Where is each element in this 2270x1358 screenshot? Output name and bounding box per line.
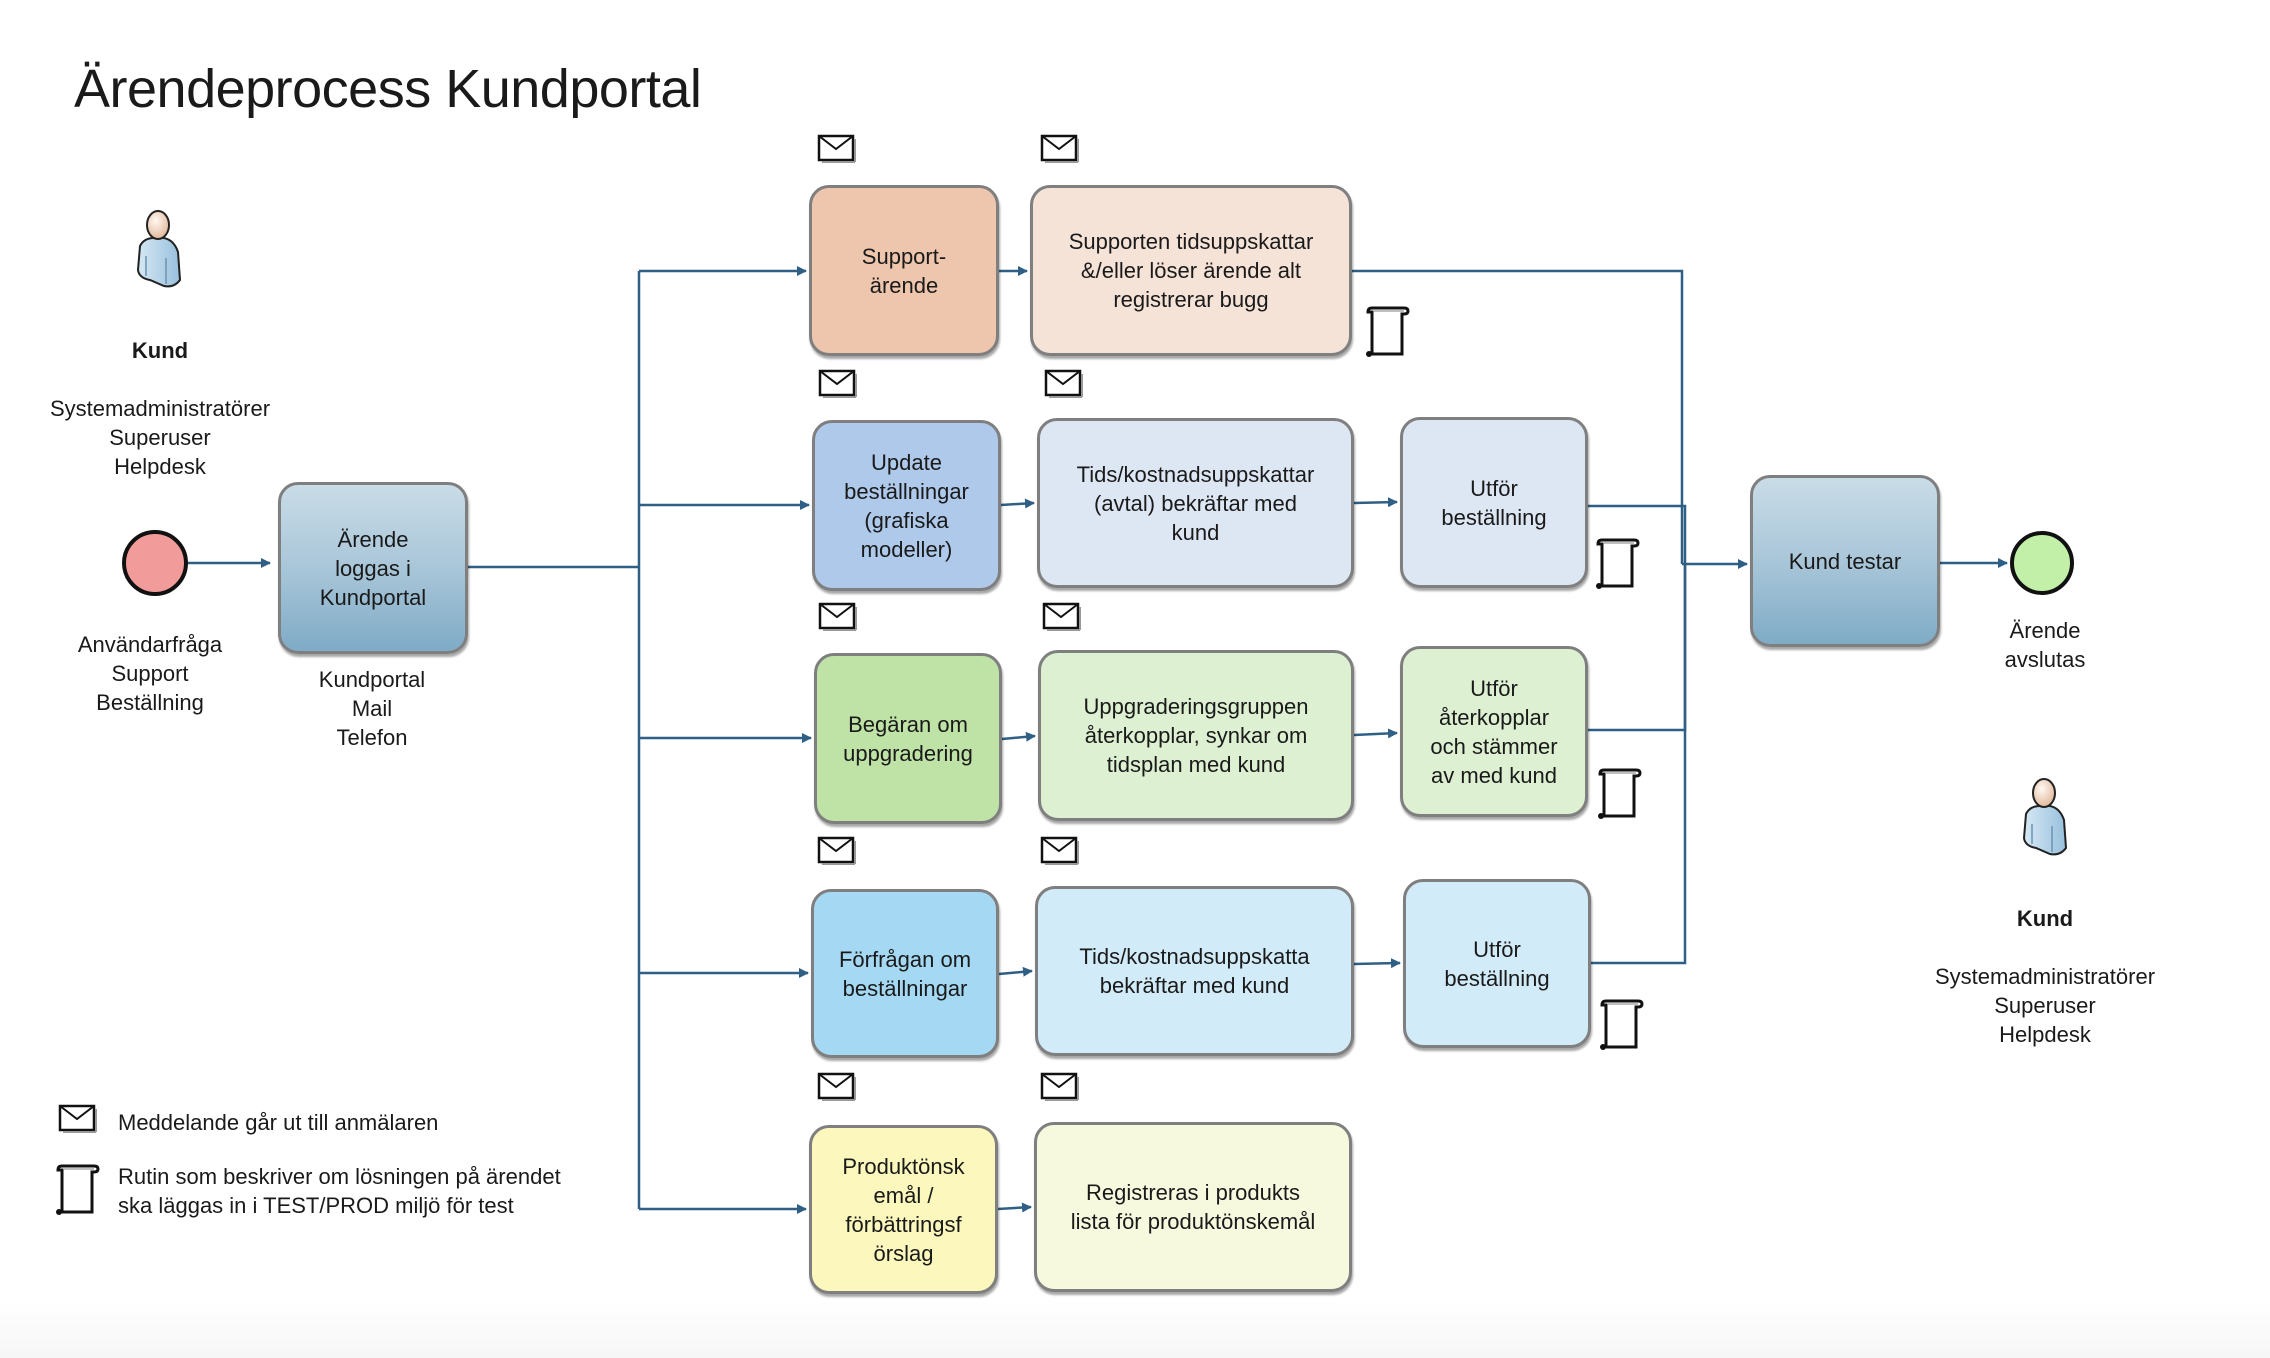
scroll-icon <box>1598 768 1642 819</box>
connector-r3-step-exec <box>1353 728 1398 739</box>
row3-step-task[interactable]: Uppgraderingsgruppen återkopplar, synkar… <box>1038 650 1354 821</box>
scroll-icon <box>1596 538 1640 589</box>
connector-r3-type-step <box>1001 731 1036 742</box>
row4-execute-task[interactable]: Utför beställning <box>1403 879 1591 1048</box>
envelope-icon <box>818 602 857 631</box>
person-icon <box>2022 778 2068 856</box>
end-event-label: Ärende avslutas <box>2004 618 2086 672</box>
connector-r2-step-exec <box>1353 497 1398 508</box>
actor-left-caption: Kund Systemadministratörer Superuser Hel… <box>20 307 300 481</box>
row3-type-task[interactable]: Begäran om uppgradering <box>814 653 1002 824</box>
row3-execute-task[interactable]: Utför återkopplar och stämmer av med kun… <box>1400 646 1588 817</box>
scroll-icon <box>1366 306 1410 357</box>
row1-type-task[interactable]: Support- ärende <box>809 185 999 356</box>
row2-step-task[interactable]: Tids/kostnadsuppskattar (avtal) bekräfta… <box>1037 418 1354 588</box>
envelope-icon <box>1044 369 1083 398</box>
envelope-icon <box>1040 134 1079 163</box>
connector-r2-type-step <box>1000 498 1035 509</box>
start-event-label: Användarfråga Support Beställning <box>77 632 223 715</box>
envelope-icon <box>817 1072 856 1101</box>
legend-scroll-text: Rutin som beskriver om lösningen på ären… <box>118 1164 561 1218</box>
envelope-icon <box>1040 1072 1079 1101</box>
row5-step-task[interactable]: Registreras i produkts lista för produkt… <box>1034 1122 1352 1292</box>
envelope-icon <box>817 836 856 865</box>
actor-right-roles: Systemadministratörer Superuser Helpdesk <box>1934 964 2156 1047</box>
envelope-icon <box>58 1104 97 1133</box>
actor-left-roles: Systemadministratörer Superuser Helpdesk <box>49 396 271 479</box>
customer-test-task[interactable]: Kund testar <box>1750 475 1940 647</box>
row1-step-task[interactable]: Supporten tidsuppskattar &/eller löser ä… <box>1030 185 1352 356</box>
envelope-icon <box>1040 836 1079 865</box>
legend-envelope-text: Meddelande går ut till anmälaren <box>118 1110 439 1135</box>
row2-execute-task[interactable]: Utför beställning <box>1400 417 1588 588</box>
envelope-icon <box>1042 602 1081 631</box>
intake-channels: Kundportal Mail Telefon <box>318 667 426 750</box>
row4-type-task[interactable]: Förfrågan om beställningar <box>811 889 999 1058</box>
intake-task[interactable]: Ärende loggas i Kundportal <box>278 482 468 654</box>
start-event[interactable] <box>122 530 188 596</box>
actor-right-caption: Kund Systemadministratörer Superuser Hel… <box>1905 875 2185 1049</box>
connector-r1-merge <box>1352 269 1684 564</box>
end-event[interactable] <box>2010 531 2074 595</box>
envelope-icon <box>818 369 857 398</box>
connector-r4-step-exec <box>1353 958 1401 969</box>
page-title: Ärendeprocess Kundportal <box>74 59 702 119</box>
connector-r4-merge <box>1591 564 1687 965</box>
envelope-icon <box>817 134 856 163</box>
row5-type-task[interactable]: Produktönsk emål / förbättringsf örslag <box>809 1125 998 1294</box>
actor-left-name: Kund <box>131 338 189 363</box>
row2-type-task[interactable]: Update beställningar (grafiska modeller) <box>812 420 1001 591</box>
actor-right-name: Kund <box>2016 906 2074 931</box>
scroll-icon <box>56 1164 100 1215</box>
scroll-icon <box>1600 999 1644 1050</box>
person-icon <box>136 210 182 288</box>
connector-r2-merge <box>1588 504 1687 564</box>
row4-step-task[interactable]: Tids/kostnadsuppskatta bekräftar med kun… <box>1035 886 1354 1056</box>
connector-r5-type-step <box>997 1202 1032 1213</box>
connector-r4-type-step <box>998 966 1033 977</box>
